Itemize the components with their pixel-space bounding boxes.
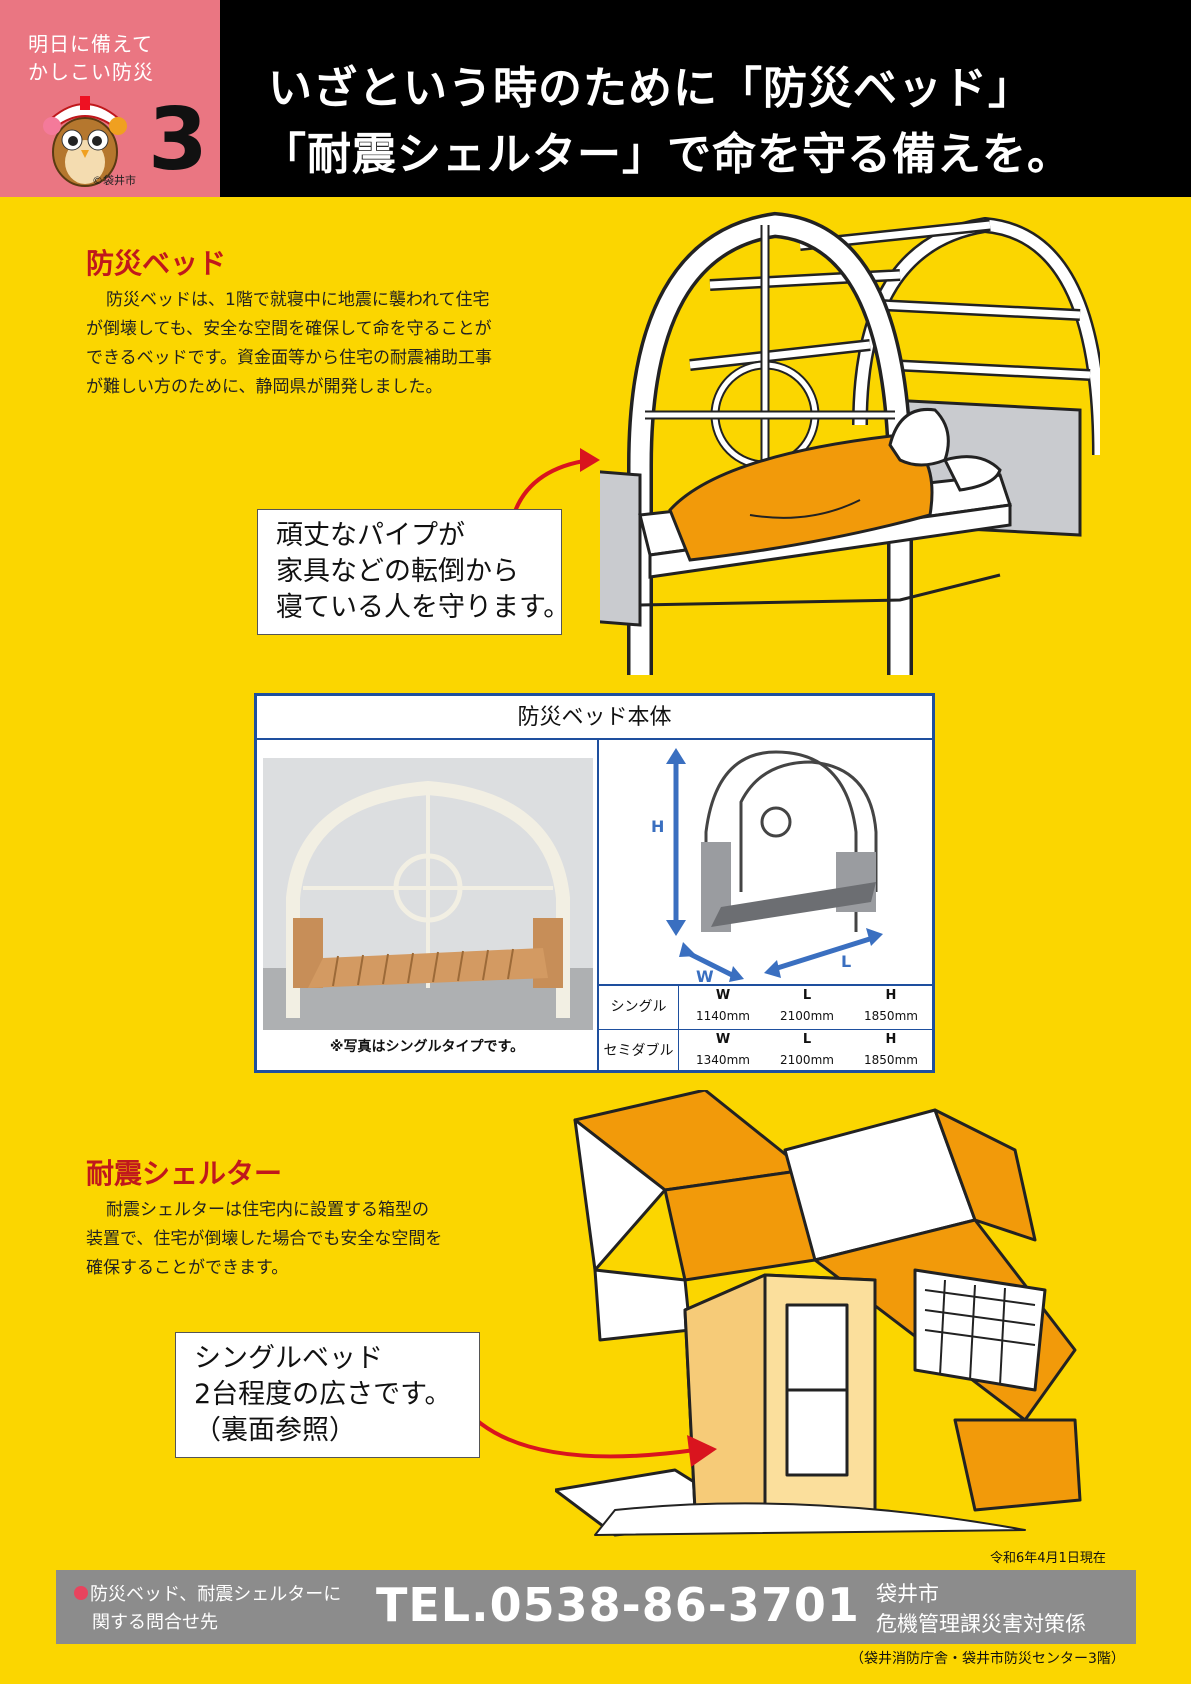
length-cell: L 2100mm: [765, 986, 849, 1029]
disaster-bed-illustration: [600, 211, 1100, 675]
height-label: H: [651, 817, 664, 836]
owl-mascot-icon: [43, 96, 127, 187]
bed-callout: 頑丈なパイプが 家具などの転倒から 寝ている人を守ります。: [257, 509, 571, 635]
h-value: 1850mm: [864, 1009, 918, 1023]
type-name: シングル: [599, 986, 679, 1029]
height-cell: H 1850mm: [849, 1030, 933, 1073]
shelter-callout-line: 2台程度の広さです。: [194, 1379, 452, 1410]
h-value: 1850mm: [864, 1053, 918, 1067]
series-badge: 明日に備えて かしこい防災 ©袋井市 3: [0, 0, 220, 197]
l-key: L: [802, 1032, 812, 1047]
shelter-desc-line: 確保することができます。: [86, 1258, 289, 1278]
bed-spec-box: 防災ベッド本体 ※写真はシングルタイプです。: [254, 693, 935, 1073]
shelter-description: 耐震シェルターは住宅内に設置する箱型の 装置で、住宅が倒壊した場合でも安全な空間…: [86, 1196, 516, 1283]
l-value: 2100mm: [780, 1053, 834, 1067]
series-number: 3: [148, 90, 208, 190]
badge-line1: 明日に備えて: [28, 32, 153, 56]
shelter-callout-line: （裏面参照）: [194, 1415, 356, 1446]
w-value: 1340mm: [696, 1053, 750, 1067]
bed-heading: 防災ベッド: [86, 247, 227, 280]
l-key: L: [802, 988, 812, 1003]
bed-desc-line: できるベッドです。資金面等から住宅の耐震補助工事: [86, 348, 492, 368]
w-value: 1140mm: [696, 1009, 750, 1023]
shelter-callout-line: シングルベッド: [194, 1343, 383, 1374]
spec-title: 防災ベッド本体: [257, 696, 932, 740]
shelter-desc-line: 耐震シェルターは住宅内に設置する箱型の: [106, 1200, 429, 1220]
shelter-callout: シングルベッド 2台程度の広さです。 （裏面参照）: [175, 1332, 480, 1458]
table-row: セミダブル W 1340mm L 2100mm H 1850mm: [599, 1029, 933, 1073]
inquiry-line1: 防災ベッド、耐震シェルターに: [90, 1584, 342, 1605]
h-key: H: [885, 988, 897, 1003]
page-title-line2: 「耐震シェルター」で命を守る備えを。: [262, 129, 1072, 180]
bed-photo-image: [263, 758, 593, 1030]
bed-callout-line: 頑丈なパイプが: [276, 520, 465, 551]
length-cell: L 2100mm: [765, 1030, 849, 1073]
photo-caption: ※写真はシングルタイプです。: [329, 1039, 525, 1055]
bullet-icon: [74, 1586, 88, 1600]
width-cell: W 1140mm: [681, 986, 765, 1029]
w-key: W: [715, 1032, 731, 1047]
bed-callout-line: 家具などの転倒から: [276, 556, 519, 587]
bed-callout-line: 寝ている人を守ります。: [276, 592, 571, 623]
org-department: 危機管理課災害対策係: [876, 1612, 1086, 1636]
shelter-heading: 耐震シェルター: [86, 1157, 283, 1190]
table-row: シングル W 1140mm L 2100mm H 1850mm: [599, 986, 932, 1029]
arrow-icon: [458, 1401, 717, 1467]
divider: [597, 740, 599, 1070]
contact-footer: 防災ベッド、耐震シェルターに 関する問合せ先 TEL.0538-86-3701 …: [56, 1570, 1136, 1644]
bed-description: 防災ベッドは、1階で就寝中に地震に襲われて住宅 が倒壊しても、安全な空間を確保し…: [86, 286, 536, 402]
collapsed-house-illustration: [555, 1090, 1082, 1537]
phone-number[interactable]: TEL.0538-86-3701: [376, 1578, 860, 1632]
l-value: 2100mm: [780, 1009, 834, 1023]
bed-desc-line: が倒壊しても、安全な空間を確保して命を守ることが: [86, 319, 492, 339]
spec-table: シングル W 1140mm L 2100mm H 1850mm セミダブル W …: [599, 984, 933, 1073]
org-name: 袋井市: [876, 1582, 939, 1606]
bed-desc-line: が難しい方のために、静岡県が開発しました。: [86, 377, 443, 397]
height-cell: H 1850mm: [849, 986, 933, 1029]
inquiry-line2: 関する問合せ先: [92, 1612, 218, 1633]
h-key: H: [885, 1032, 897, 1047]
type-name: セミダブル: [599, 1030, 679, 1073]
header-bar: 明日に備えて かしこい防災 ©袋井市 3 いざという時のために「防災ベッド」 「…: [0, 0, 1191, 197]
copyright: ©袋井市: [92, 174, 136, 187]
location-note: （袋井消防庁舎・袋井市防災センター3階）: [850, 1651, 1125, 1667]
bed-photo: [263, 758, 593, 1030]
bed-desc-line: 防災ベッドは、1階で就寝中に地震に襲われて住宅: [106, 290, 490, 310]
length-label: L: [841, 952, 851, 971]
page-title-line1: いざという時のために「防災ベッド」: [268, 63, 1033, 114]
badge-line2: かしこい防災: [28, 60, 154, 84]
width-cell: W 1340mm: [681, 1030, 765, 1073]
as-of-date: 令和6年4月1日現在: [990, 1551, 1106, 1566]
w-key: W: [715, 988, 731, 1003]
bed-dimension-diagram: H W L: [651, 748, 883, 982]
shelter-desc-line: 装置で、住宅が倒壊した場合でも安全な空間を: [86, 1229, 443, 1249]
width-label: W: [696, 967, 714, 982]
